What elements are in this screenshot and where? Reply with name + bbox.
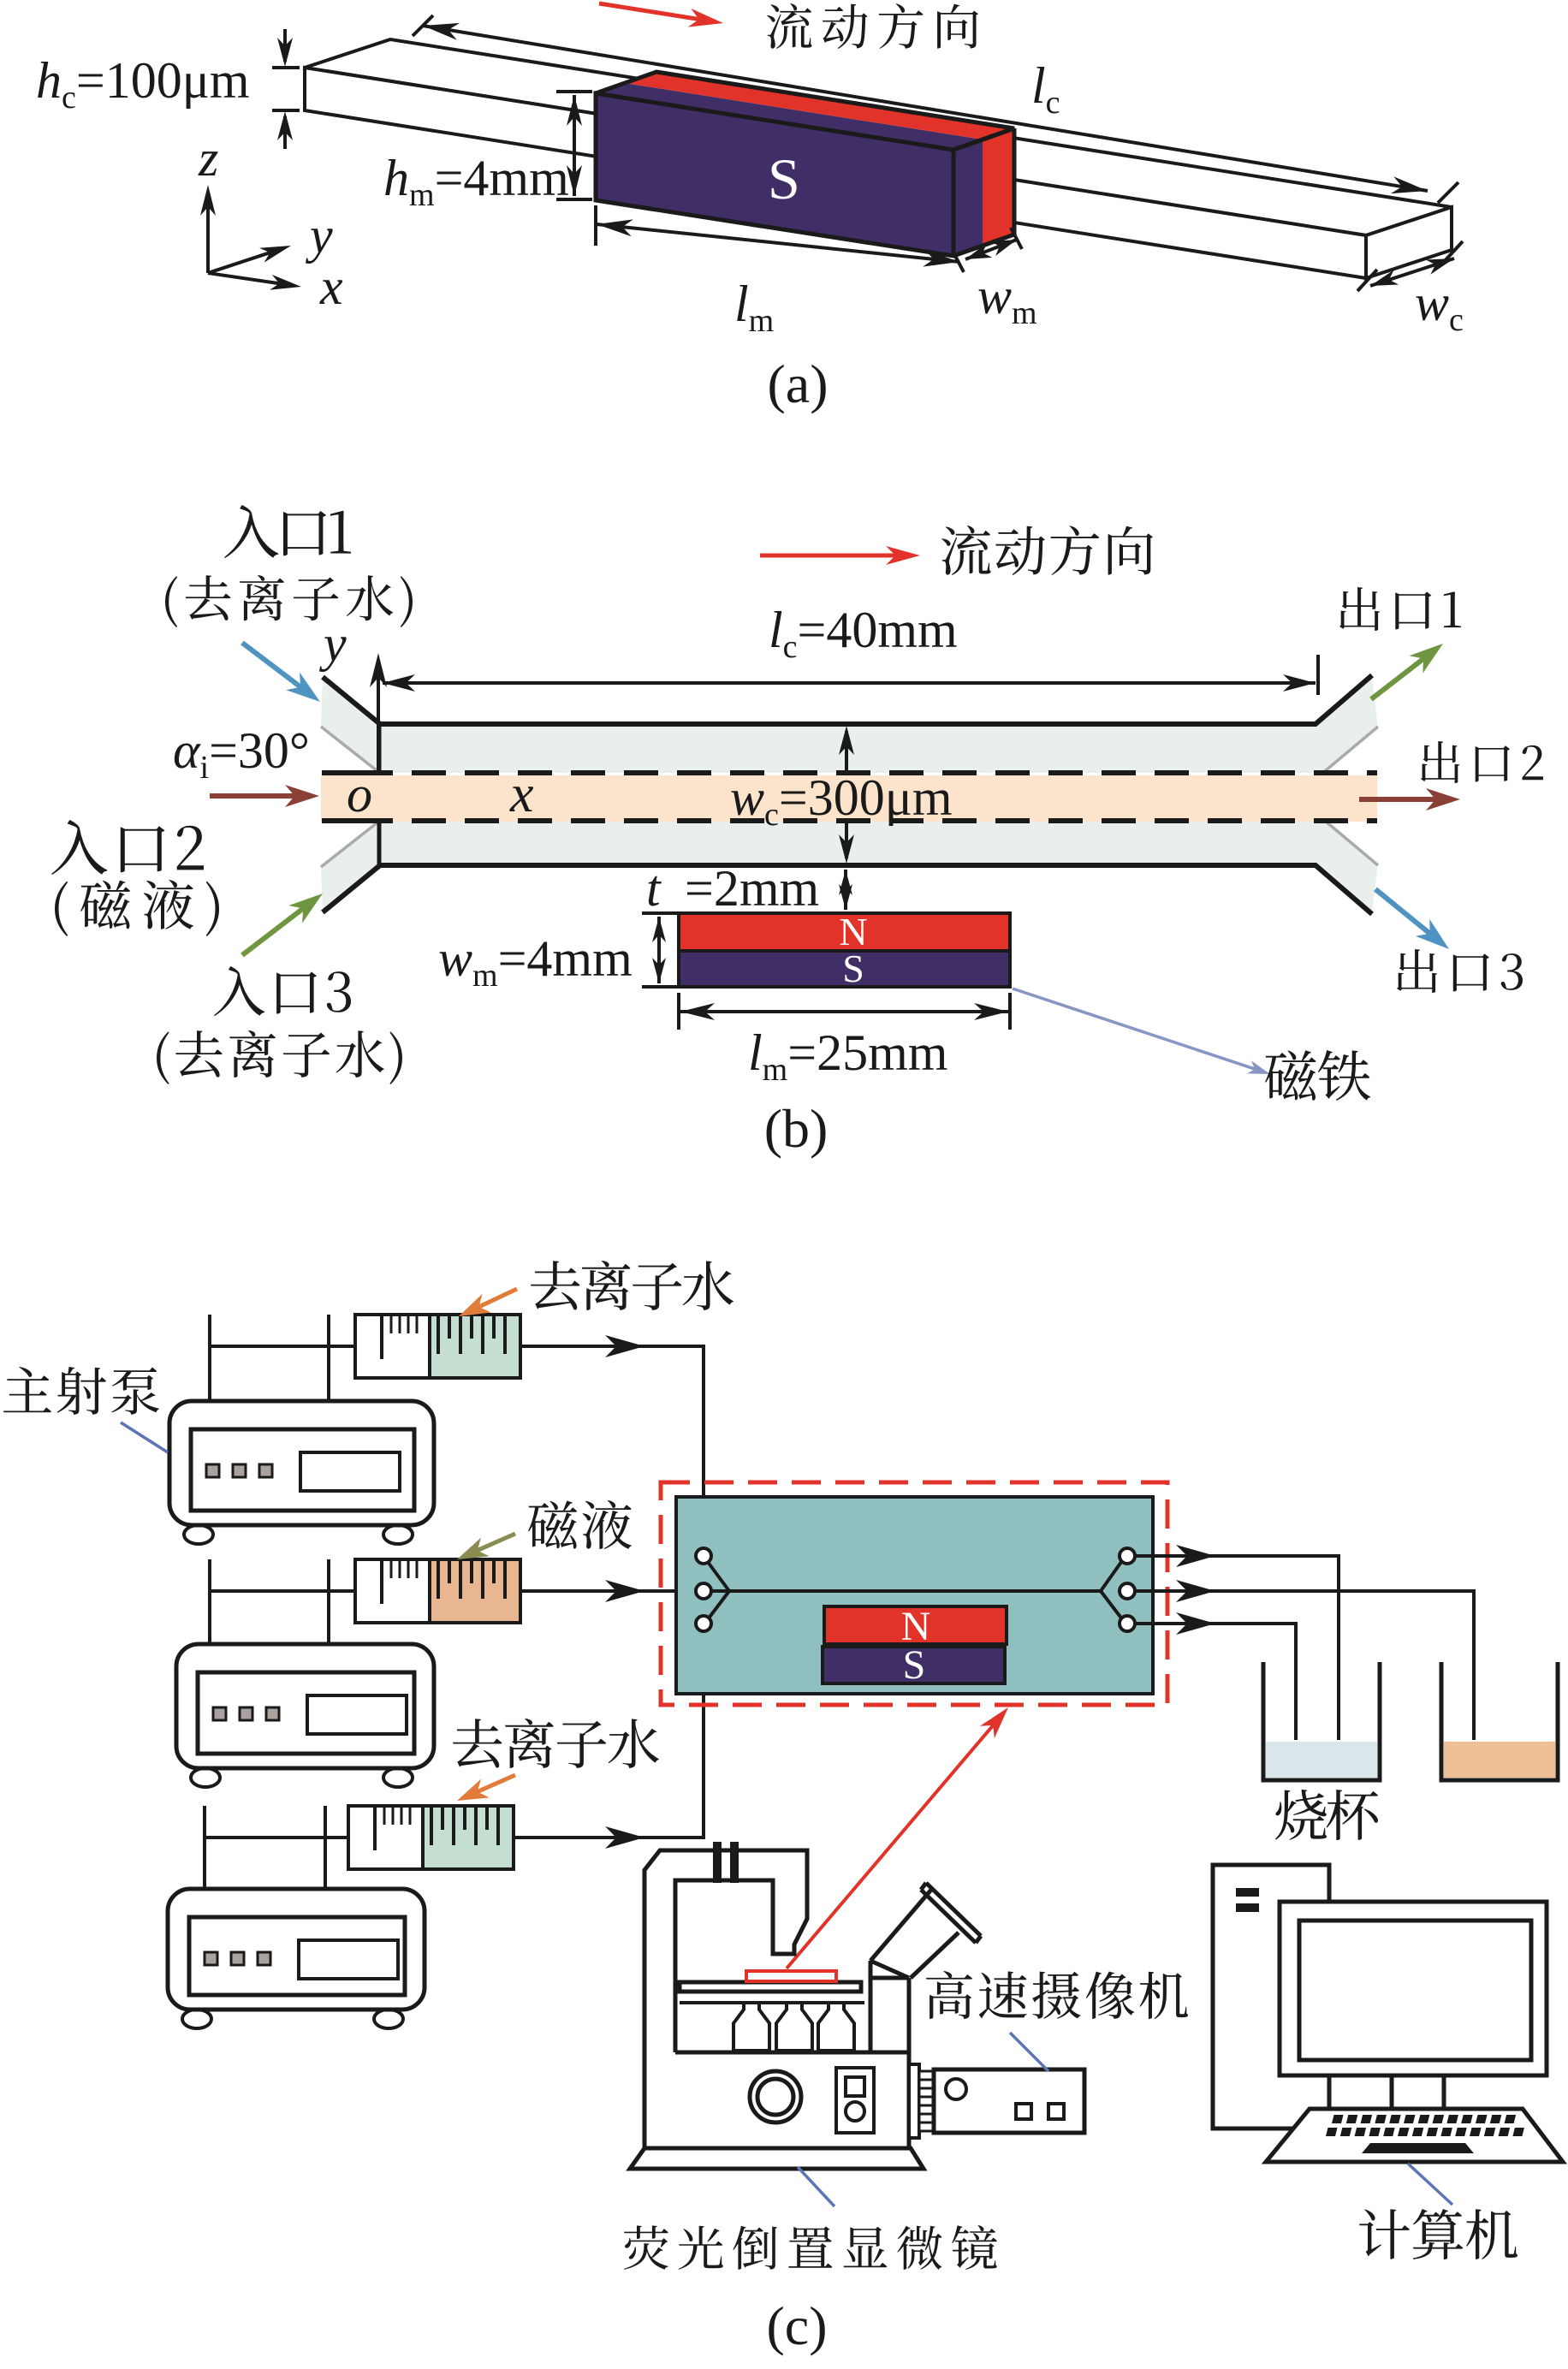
svg-text:wc=300μm: wc=300μm — [730, 769, 953, 833]
svg-text:S: S — [903, 1642, 926, 1688]
svg-text:lm: lm — [734, 276, 774, 339]
svg-text:N: N — [839, 910, 867, 953]
svg-text:(b): (b) — [764, 1098, 829, 1159]
svg-text:αi=30°: αi=30° — [173, 722, 310, 786]
svg-text:=2mm: =2mm — [685, 860, 819, 917]
svg-text:wc: wc — [1415, 275, 1464, 338]
svg-text:o: o — [347, 766, 372, 822]
svg-text:S: S — [842, 947, 864, 990]
svg-text:wm=4mm: wm=4mm — [438, 930, 633, 994]
svg-text:wm: wm — [977, 268, 1037, 331]
svg-text:S: S — [768, 146, 800, 211]
svg-text:lm=25mm: lm=25mm — [748, 1024, 947, 1088]
svg-text:x: x — [509, 765, 534, 823]
svg-text:lc: lc — [1031, 57, 1060, 121]
svg-text:hc=100μm: hc=100μm — [36, 52, 250, 116]
svg-text:N: N — [901, 1604, 931, 1649]
svg-text:lc=40mm: lc=40mm — [769, 602, 958, 665]
svg-text:(a): (a) — [767, 353, 828, 414]
svg-text:y: y — [305, 207, 333, 264]
svg-text:x: x — [319, 258, 343, 315]
svg-text:z: z — [198, 130, 218, 187]
svg-text:y: y — [318, 615, 347, 672]
svg-text:(c): (c) — [766, 2295, 827, 2356]
svg-text:hm=4mm: hm=4mm — [383, 150, 569, 213]
svg-text:t: t — [646, 860, 662, 917]
